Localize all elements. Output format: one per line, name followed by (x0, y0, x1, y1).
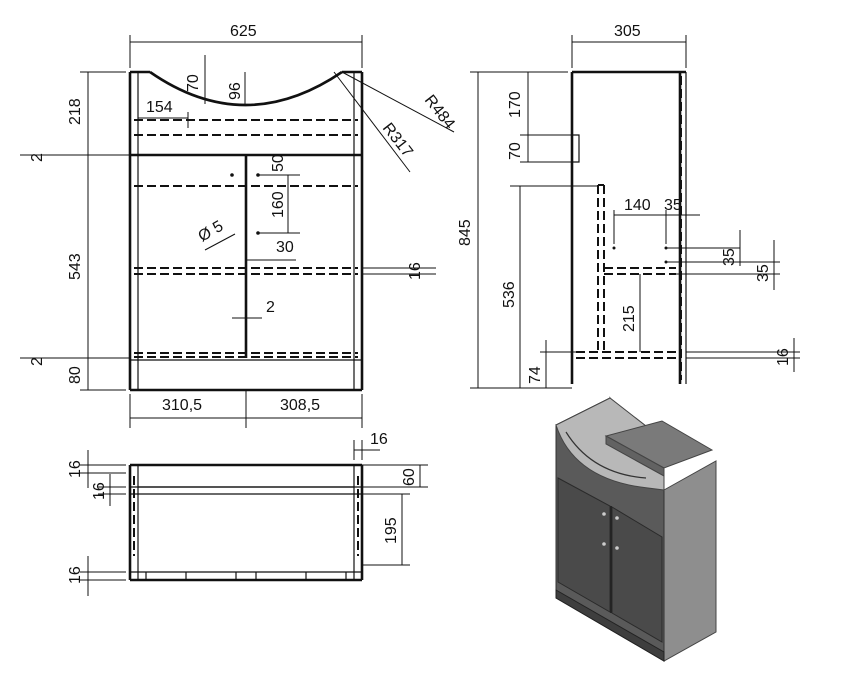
side-shelf-depth-label: 140 (624, 197, 651, 214)
basin-curve (149, 70, 343, 107)
cabinet-3d-render (555, 396, 717, 662)
side-view-dimension-lines (470, 35, 800, 389)
top-view: 16 16 16 60 195 16 (67, 431, 428, 596)
side-total-height-label: 845 (457, 219, 474, 246)
front-shelf-thickness-label: 16 (407, 262, 424, 280)
front-bottom-gap-label: 2 (29, 357, 46, 366)
front-door-height-label: 543 (67, 253, 84, 280)
side-shelf-height-label: 215 (621, 305, 638, 332)
top-shelf-depth-label: 195 (383, 517, 400, 544)
front-door-right-width-label: 308,5 (280, 397, 320, 414)
side-top-height-label: 170 (507, 91, 524, 118)
side-base-thickness-label: 16 (775, 348, 792, 366)
side-plinth-height-label: 74 (527, 366, 544, 384)
front-view-dimension-lines (20, 35, 455, 428)
side-hole-spacing-b-label: 35 (755, 264, 772, 282)
top-back-thickness-label: 16 (67, 566, 84, 584)
side-lower-height-label: 536 (501, 281, 518, 308)
front-view-internal-lines (130, 119, 362, 358)
top-front-thickness-label: 16 (370, 431, 388, 448)
front-door-gap-label: 2 (266, 299, 275, 316)
top-rail-depth-label: 60 (401, 468, 418, 486)
side-hole-spacing-a-label: 35 (721, 248, 738, 266)
front-top-height-label: 218 (67, 98, 84, 125)
front-width-label: 625 (230, 23, 257, 40)
front-plinth-height-label: 80 (67, 366, 84, 384)
front-knob-spacing-label: 50 (270, 154, 287, 172)
top-view-dimension-lines (80, 440, 428, 596)
front-view: 625 218 154 70 96 R484 R317 2 543 50 160… (20, 23, 458, 428)
front-radius-outer-label: R484 (421, 92, 458, 133)
side-view: 305 845 170 70 140 35 35 35 536 215 74 1… (457, 23, 800, 389)
front-knob-offset-label: 30 (276, 239, 294, 256)
side-view-outline (570, 70, 687, 384)
front-rail-gap-label: 2 (29, 153, 46, 162)
front-basin-left-label: 154 (146, 99, 173, 116)
side-shelf-setback-label: 35 (664, 197, 682, 214)
front-basin-depth-small-label: 70 (185, 74, 202, 92)
top-view-outline (128, 463, 364, 582)
top-rail-offset-label: 16 (91, 482, 108, 500)
top-side-thickness-label: 16 (67, 460, 84, 478)
side-rail-height-label: 70 (507, 142, 524, 160)
front-knob-drop-label: 160 (270, 191, 287, 218)
front-door-left-width-label: 310,5 (162, 397, 202, 414)
front-basin-depth-label: 96 (227, 82, 244, 100)
side-depth-label: 305 (614, 23, 641, 40)
